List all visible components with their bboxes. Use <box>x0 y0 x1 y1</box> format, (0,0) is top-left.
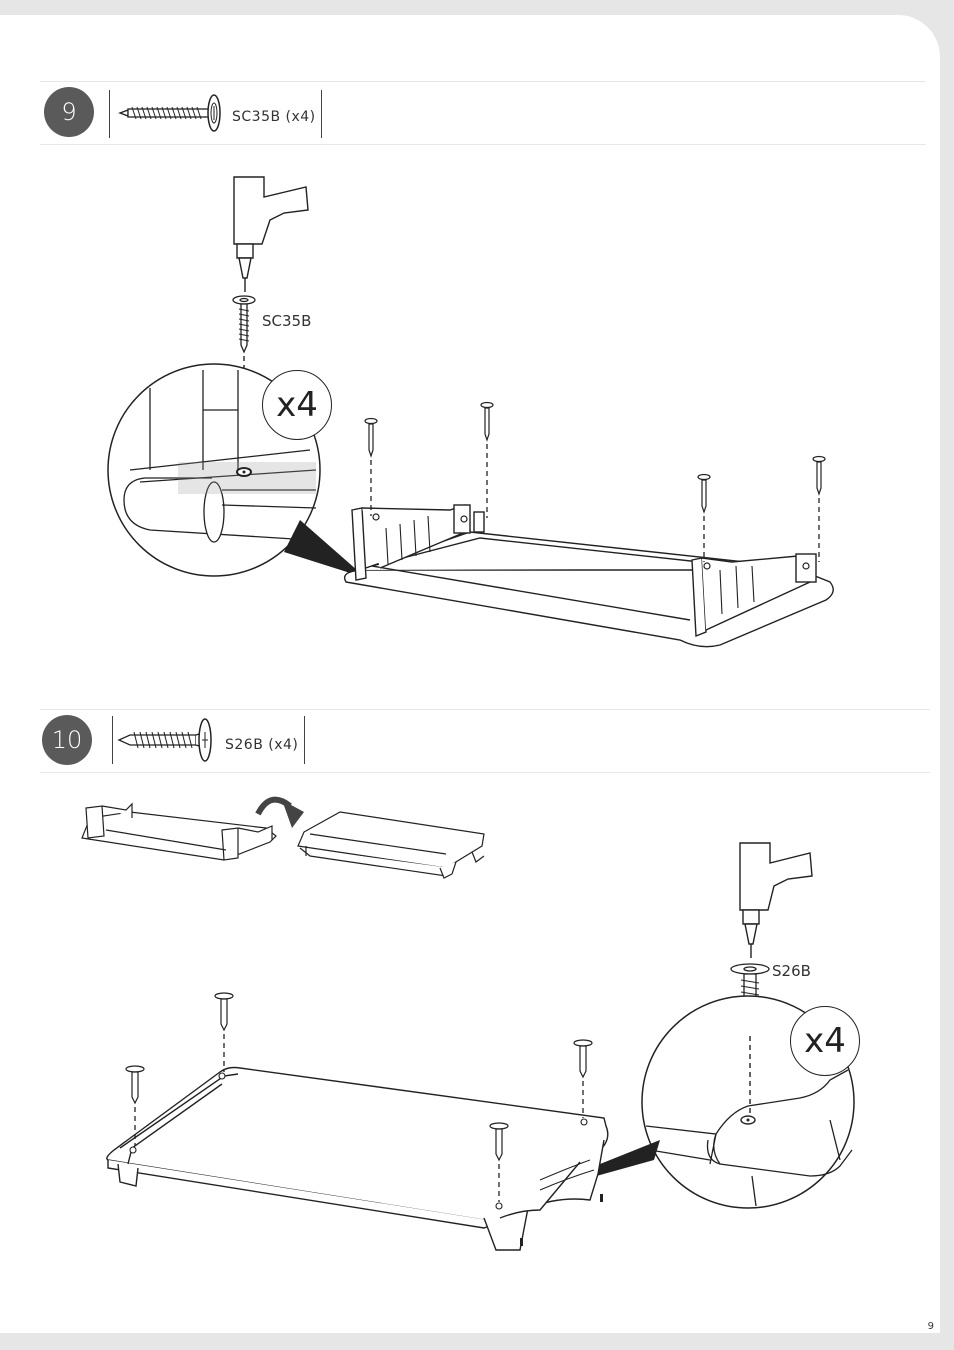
shelf-flipped <box>107 1068 608 1251</box>
shelf-before-flip <box>82 804 276 860</box>
flip-arrow-icon <box>258 800 304 828</box>
shelf-after-flip <box>298 812 484 878</box>
step-10-screw-callout: S26B <box>772 962 811 980</box>
power-drill-icon <box>740 843 812 958</box>
step-10-quantity-badge: x4 <box>790 1006 860 1076</box>
page-number: 9 <box>928 1321 934 1332</box>
